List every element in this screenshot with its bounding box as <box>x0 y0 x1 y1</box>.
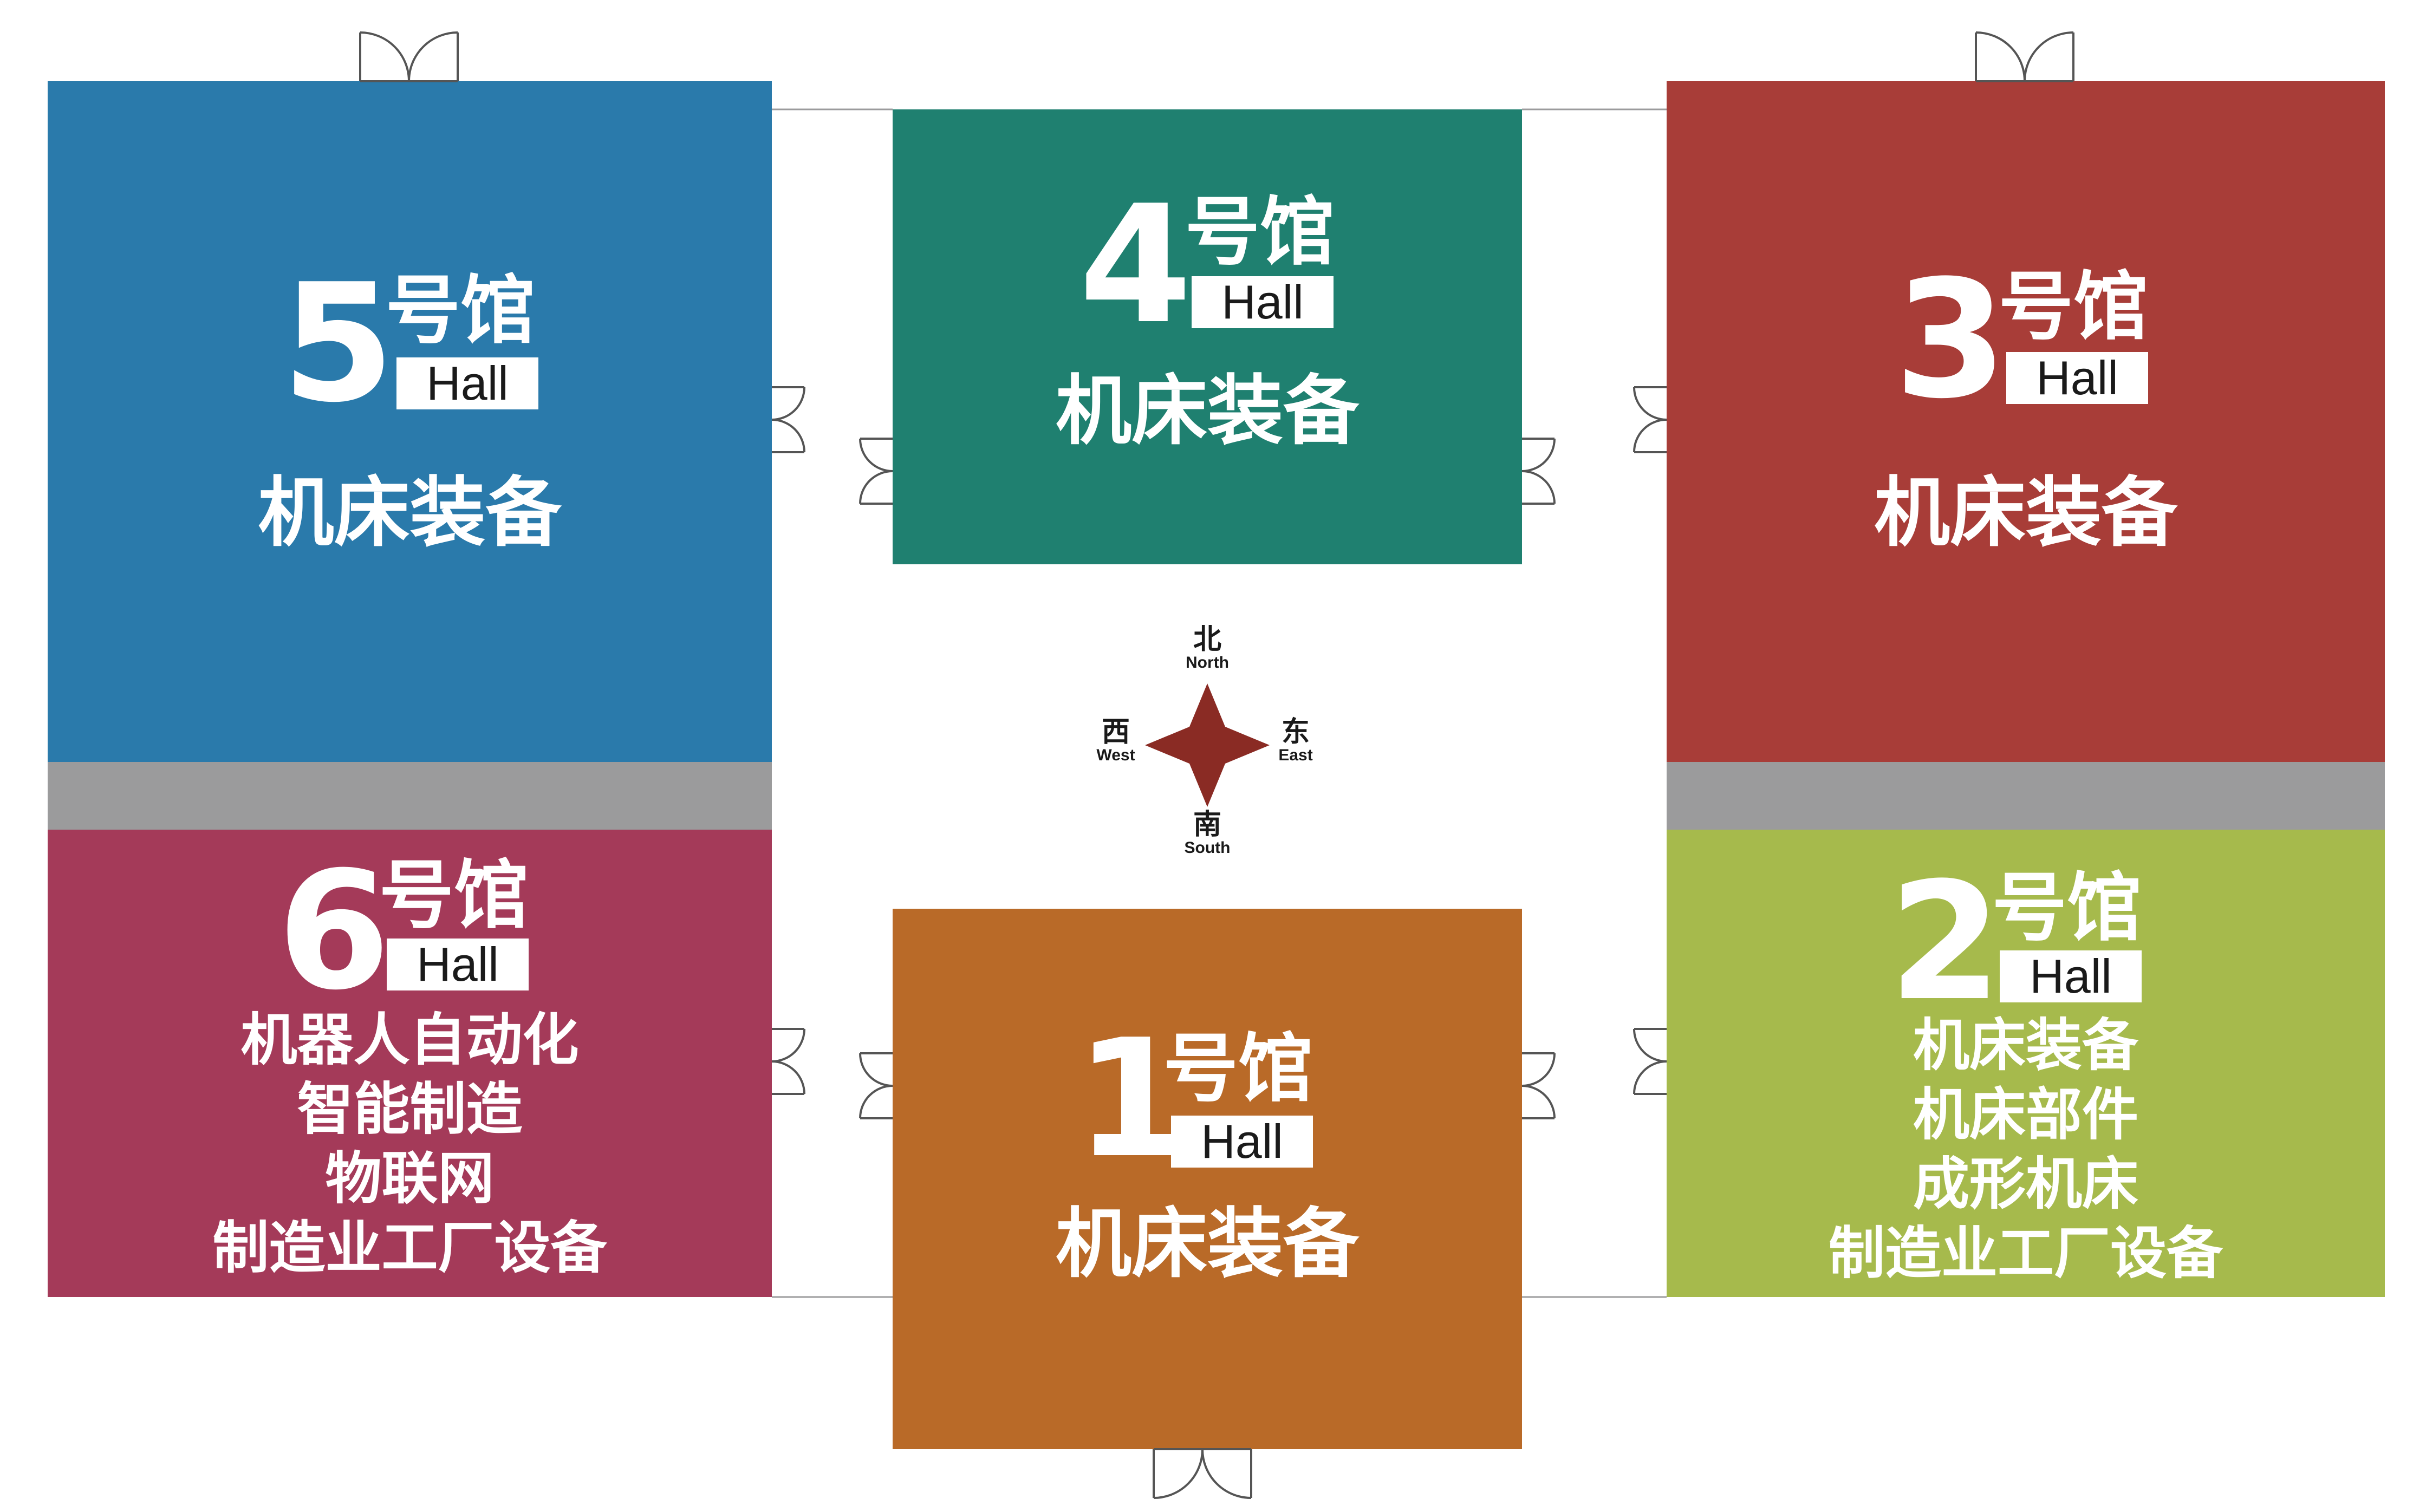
connector-5-6 <box>48 762 772 830</box>
compass-north: 北 North <box>1153 625 1261 672</box>
hall-6-categories: 机器人自动化 智能制造 物联网 制造业工厂设备 <box>48 1005 772 1282</box>
category-text: 机床装备 <box>1874 469 2177 557</box>
hall-number: 5 <box>282 249 395 438</box>
door-icon <box>1521 1052 1556 1119</box>
door-icon <box>1633 1028 1667 1095</box>
hall-2-categories: 机床装备 机床部件 成形机床 制造业工厂设备 <box>1667 1011 2385 1288</box>
hall-en-label: Hall <box>2006 352 2148 404</box>
category-text: 智能制造 <box>297 1076 523 1142</box>
hall-word: 号馆 <box>1185 188 1335 276</box>
category-text: 成形机床 <box>1913 1151 2138 1217</box>
hall-word: 号馆 <box>386 267 536 354</box>
door-icon <box>1153 1448 1252 1499</box>
north-cn: 北 <box>1193 623 1221 656</box>
hall-word: 号馆 <box>379 852 529 939</box>
hall-6-block[interactable] <box>48 830 772 1297</box>
category-text: 制造业工厂设备 <box>212 1215 607 1281</box>
north-en: North <box>1186 654 1229 672</box>
connector-3-2 <box>1667 762 2385 830</box>
compass-west: 西 West <box>1078 718 1154 764</box>
hall-2-block[interactable] <box>1667 830 2385 1297</box>
east-cn: 东 <box>1281 716 1310 748</box>
hall-number: 2 <box>1889 848 2002 1037</box>
hall-number: 4 <box>1079 171 1192 360</box>
compass-east: 东 East <box>1258 718 1334 764</box>
category-text: 制造业工厂设备 <box>1828 1220 2223 1286</box>
hall-word: 号馆 <box>1992 864 2142 951</box>
category-text: 机床部件 <box>1913 1081 2138 1148</box>
category-text: 机器人自动化 <box>240 1007 579 1073</box>
door-icon <box>859 1052 893 1119</box>
door-icon <box>771 1028 805 1095</box>
category-text: 物联网 <box>325 1145 495 1211</box>
hall-en-label: Hall <box>1192 276 1334 328</box>
door-icon <box>1633 386 1667 453</box>
hall-4-block[interactable] <box>893 109 1522 564</box>
hall-1-categories: 机床装备 <box>893 1201 1522 1288</box>
hall-3-categories: 机床装备 <box>1667 470 2385 557</box>
west-cn: 西 <box>1101 716 1130 748</box>
hall-en-label: Hall <box>2000 950 2142 1002</box>
west-en: West <box>1096 746 1135 764</box>
hall-number: 1 <box>1075 1005 1188 1194</box>
hall-4-categories: 机床装备 <box>893 368 1522 455</box>
east-en: East <box>1278 746 1313 764</box>
hall-1-block[interactable] <box>893 909 1522 1449</box>
door-icon <box>1975 31 2074 82</box>
hall-en-label: Hall <box>387 939 529 990</box>
category-text: 机床装备 <box>258 469 562 557</box>
door-icon <box>771 386 805 453</box>
hall-5-categories: 机床装备 <box>48 470 772 557</box>
compass-south: 南 South <box>1153 811 1261 857</box>
hall-word: 号馆 <box>1163 1025 1313 1112</box>
hall-5-block[interactable] <box>48 81 772 762</box>
door-icon <box>1521 438 1556 505</box>
category-text: 机床装备 <box>1913 1012 2138 1078</box>
hall-number: 6 <box>277 837 391 1026</box>
hall-en-label: Hall <box>1171 1116 1313 1168</box>
hall-en-label: Hall <box>396 357 538 409</box>
hall-3-block[interactable] <box>1667 81 2385 762</box>
hall-number: 3 <box>1894 245 2007 434</box>
door-icon <box>859 438 893 505</box>
category-text: 机床装备 <box>1055 1200 1359 1288</box>
hall-word: 号馆 <box>1999 263 2149 350</box>
category-text: 机床装备 <box>1055 367 1359 455</box>
south-cn: 南 <box>1193 809 1221 841</box>
door-icon <box>359 31 459 82</box>
south-en: South <box>1184 839 1231 857</box>
